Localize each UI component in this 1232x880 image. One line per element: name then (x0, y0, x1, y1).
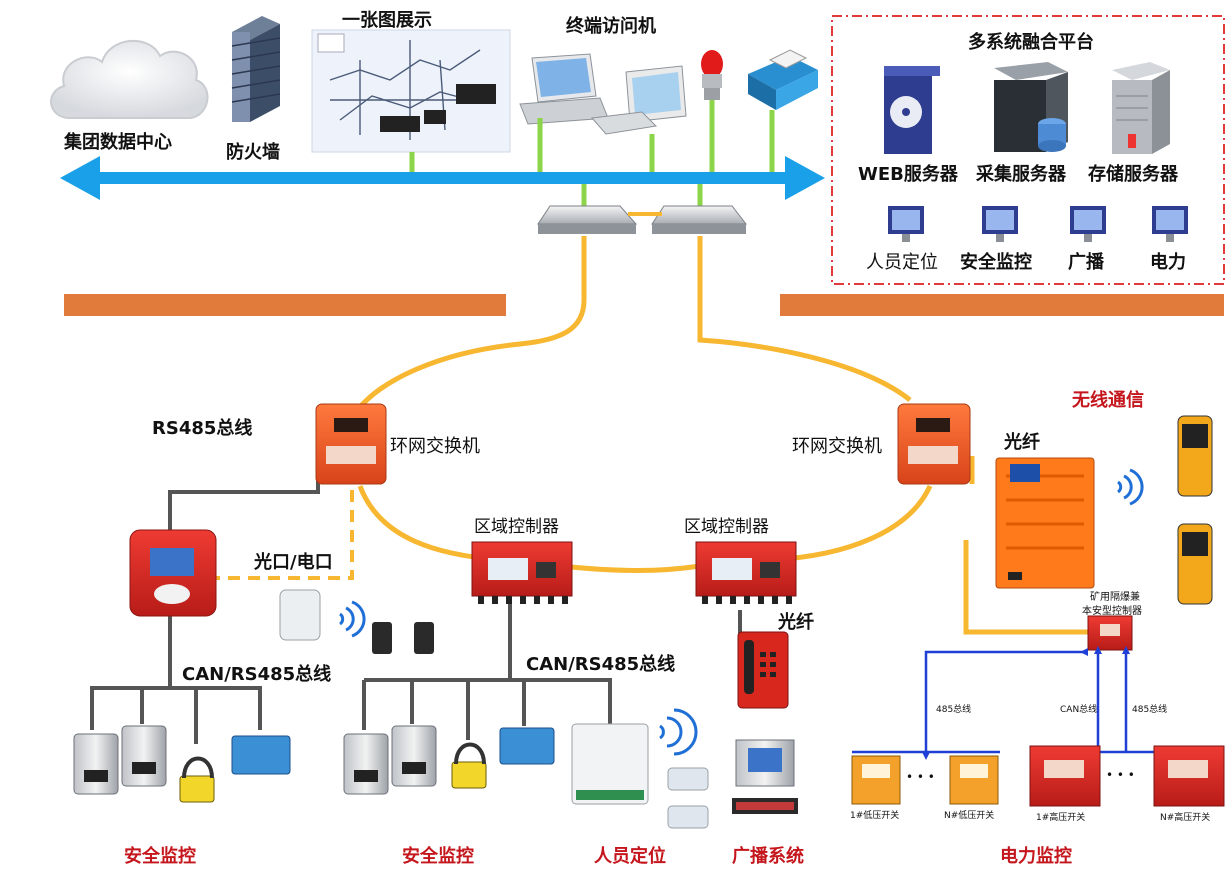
ring-switch-left (315, 403, 387, 485)
arrow-icon (1080, 648, 1088, 656)
rs485-bus-label: RS485总线 (152, 418, 253, 439)
bottom-label-safety-2: 安全监控 (402, 846, 474, 867)
desktop-monitor-icon (590, 65, 687, 135)
low-switch-dots: • • • (906, 770, 935, 784)
separator-bar-left (64, 294, 506, 316)
terminals-label: 终端访问机 (566, 16, 656, 37)
alarm-light-icon (701, 50, 723, 100)
high-switch-n-label: N#高压开关 (1160, 813, 1211, 823)
core-switch-right (651, 205, 748, 234)
client-monitor-icon (888, 206, 924, 242)
collection-server-icon (994, 62, 1068, 152)
client-label-broadcast: 广播 (1068, 252, 1104, 273)
web-server-label: WEB服务器 (858, 164, 958, 185)
low-voltage-switch-1 (851, 755, 901, 805)
high-switch-dots: • • • (1106, 768, 1135, 782)
printer-icon (748, 49, 818, 110)
sensor-group-left (73, 725, 291, 803)
client-monitor-icon (1152, 206, 1188, 242)
high-voltage-switch-n (1153, 745, 1225, 807)
wireless-controller-icon (995, 457, 1095, 589)
optical-electrical-port-label: 光口/电口 (254, 552, 333, 573)
low-switch-n-label: N#低压开关 (944, 811, 995, 821)
broadcast-terminal-icon (732, 739, 798, 814)
ring-switch-right-label: 环网交换机 (792, 436, 882, 457)
fiber-label-1: 光纤 (778, 612, 814, 633)
bottom-label-positioning: 人员定位 (594, 846, 666, 867)
bottom-label-safety-1: 安全监控 (124, 846, 196, 867)
client-label-positioning: 人员定位 (866, 252, 938, 273)
arrow-icon (1122, 646, 1130, 654)
mobile-phone-icon (1177, 415, 1213, 497)
can-rs485-bus-label-2: CAN/RS485总线 (526, 654, 676, 675)
wifi-icon (659, 708, 698, 756)
area-controller-1 (471, 541, 573, 604)
one-map-screen (311, 29, 511, 153)
bus-485-right-label: 485总线 (1132, 705, 1168, 715)
intrinsic-controller-icon (1087, 615, 1133, 651)
client-label-safety: 安全监控 (960, 252, 1032, 273)
intrinsic-controller-label-1: 矿用隔爆兼 (1090, 592, 1140, 603)
firewall-icon (231, 16, 281, 122)
bottom-label-power: 电力监控 (1000, 846, 1072, 867)
optical-electrical-link (216, 490, 354, 580)
ring-switch-right (897, 403, 971, 485)
high-voltage-switch-1 (1029, 745, 1101, 807)
platform-title: 多系统融合平台 (968, 32, 1094, 53)
area-controller-2 (695, 541, 797, 604)
low-voltage-switch-n (949, 755, 999, 805)
sensor-group-middle (343, 725, 555, 795)
arrow-icon (1094, 646, 1102, 654)
area-controller-1-label: 区域控制器 (474, 517, 559, 537)
wifi-icon (338, 600, 366, 638)
broadcast-phone-icon (737, 631, 789, 709)
web-server-icon (884, 66, 940, 154)
bus-can-label: CAN总线 (1060, 705, 1098, 715)
ring-switch-left-label: 环网交换机 (390, 436, 480, 457)
platform-box (831, 15, 1225, 285)
backbone-bus (60, 156, 825, 200)
client-monitor-icon (1070, 206, 1106, 242)
core-switch-left (537, 205, 638, 234)
client-label-power: 电力 (1150, 252, 1186, 273)
green-links (409, 100, 775, 208)
card-reader-icon (279, 589, 321, 641)
laptop-icon (519, 53, 609, 125)
cloud-icon (50, 40, 209, 119)
arrow-icon (922, 752, 930, 760)
storage-server-label: 存储服务器 (1088, 164, 1178, 185)
storage-server-icon (1112, 62, 1170, 154)
collection-server-label: 采集服务器 (976, 164, 1066, 185)
can-rs485-bus-label-1: CAN/RS485总线 (182, 664, 332, 685)
wifi-icon (1116, 468, 1144, 506)
bus-485-left-label: 485总线 (936, 705, 972, 715)
separator-bar-right (780, 294, 1224, 316)
mobile-phone-icon (1177, 523, 1213, 605)
intrinsic-controller-label-2: 本安型控制器 (1082, 606, 1142, 617)
positioning-base-station (571, 723, 709, 829)
cap-lamp-icon (372, 622, 434, 654)
client-monitor-icon (982, 206, 1018, 242)
one-map-label: 一张图展示 (342, 10, 432, 31)
firewall-label: 防火墙 (226, 142, 280, 163)
fiber-label-2: 光纤 (1004, 432, 1040, 453)
low-switch-1-label: 1#低压开关 (850, 811, 900, 821)
bottom-label-broadcast: 广播系统 (732, 846, 804, 867)
wireless-label: 无线通信 (1072, 390, 1144, 411)
area-controller-2-label: 区域控制器 (684, 517, 769, 537)
monitoring-substation (129, 529, 217, 617)
datacenter-label: 集团数据中心 (64, 132, 172, 153)
high-switch-1-label: 1#高压开关 (1036, 813, 1086, 823)
